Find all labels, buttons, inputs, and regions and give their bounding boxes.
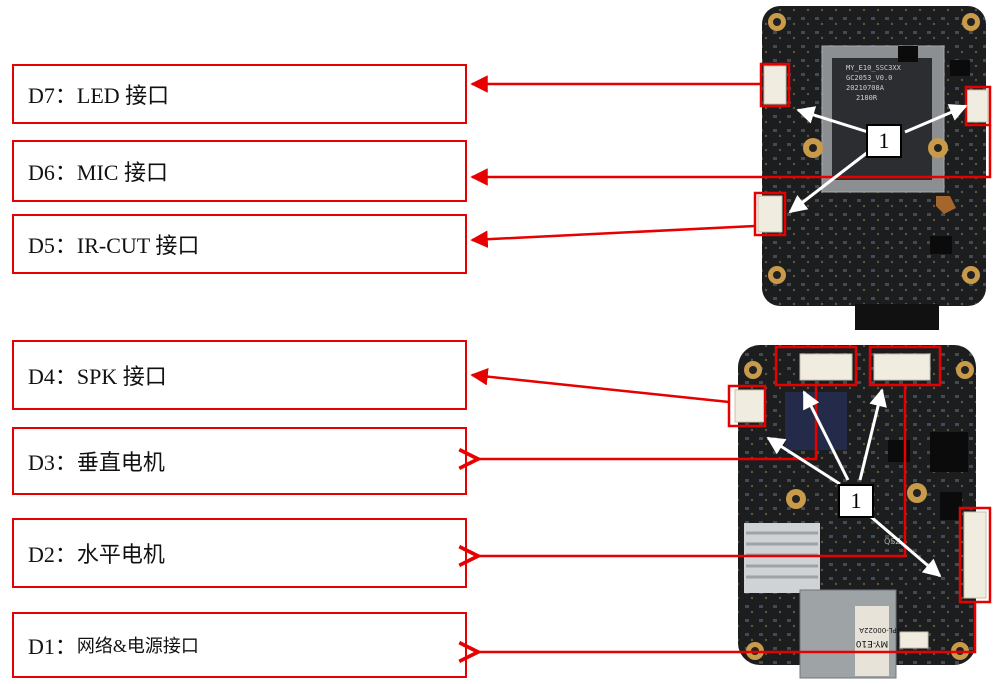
label-d2-horizontal-motor: D2：水平电机 (12, 518, 467, 588)
callout-1-bottom: 1 (838, 484, 874, 518)
label-d3-vertical-motor: D3：垂直电机 (12, 427, 467, 495)
top-pcb-board: MY_E10_SSC3XX GC2053_V0.0 20210708A 2180… (757, 6, 989, 330)
label-text: D4：SPK 接口 (28, 364, 167, 389)
label-text: D7：LED 接口 (28, 83, 170, 108)
chip-text: 2180R (856, 94, 878, 102)
leader-lines (472, 75, 992, 652)
label-text: D3：垂直电机 (28, 450, 165, 475)
label-text: D5：IR-CUT 接口 (28, 233, 200, 258)
board-label: FPL-00022A (859, 626, 901, 634)
chip-text: GC2053_V0.0 (846, 74, 892, 82)
label-d1-network-power-port: D1：网络&电源接口 (12, 612, 467, 678)
label-prefix: D1： (28, 634, 77, 659)
callout-number: 1 (878, 128, 890, 153)
board-label: MY-E10 (855, 638, 888, 648)
callout-number: 1 (850, 488, 862, 513)
label-text: D6：MIC 接口 (28, 160, 168, 185)
label-d5-ircut-port: D5：IR-CUT 接口 (12, 214, 467, 274)
board-label: QSZ (884, 537, 901, 546)
chip-text: 20210708A (846, 84, 885, 92)
label-d7-led-port: D7：LED 接口 (12, 64, 467, 124)
label-text: D2：水平电机 (28, 542, 165, 567)
label-d4-spk-port: D4：SPK 接口 (12, 340, 467, 410)
callout-arrows (766, 104, 968, 578)
label-text: 网络&电源接口 (76, 636, 199, 656)
chip-text: MY_E10_SSC3XX (846, 64, 902, 72)
label-d6-mic-port: D6：MIC 接口 (12, 140, 467, 202)
callout-1-top: 1 (866, 124, 902, 158)
